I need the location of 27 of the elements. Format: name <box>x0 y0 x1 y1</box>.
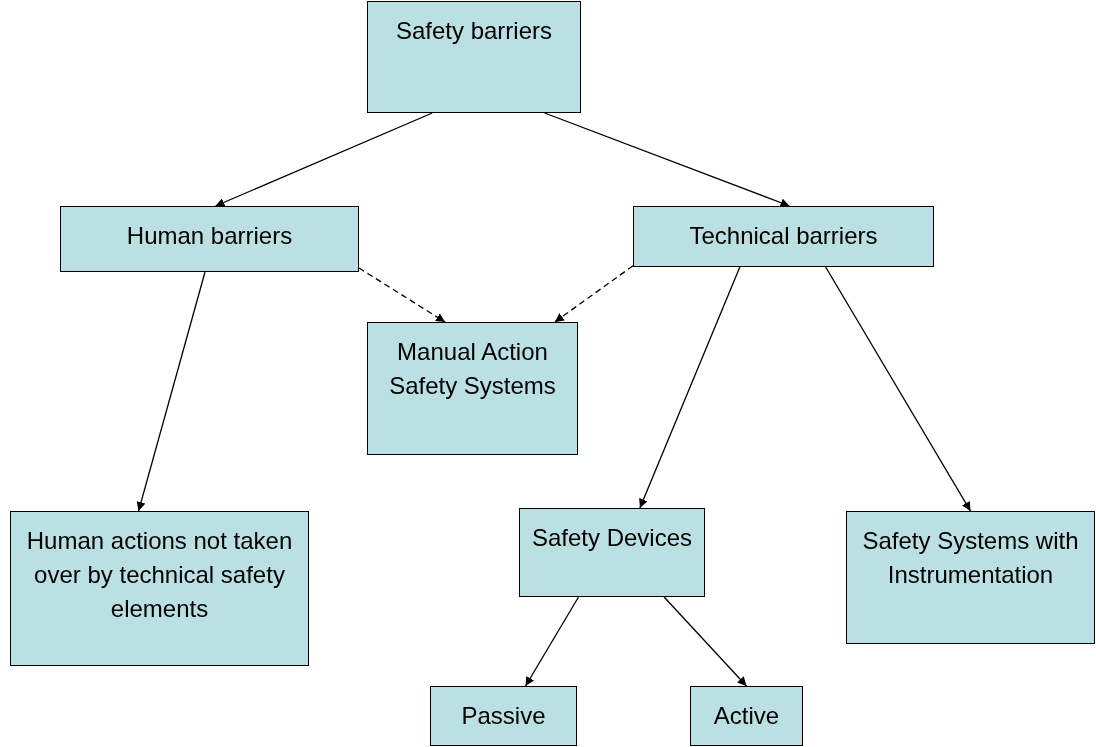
arrow <box>639 266 741 509</box>
process-box <box>367 322 578 455</box>
box-label: Technical barriers <box>689 221 878 251</box>
box-label: Human barriers <box>126 221 293 251</box>
arrow <box>825 266 972 512</box>
arrow <box>554 265 634 323</box>
process-box <box>633 206 934 267</box>
arrow <box>524 596 580 687</box>
arrow <box>214 112 433 207</box>
box-label: Safety Devices <box>531 523 693 553</box>
arrow <box>136 271 206 512</box>
process-box <box>846 511 1095 644</box>
process-box <box>430 686 577 746</box>
process-box <box>367 1 581 113</box>
box-label: Human actions not taken over by technical safety elements <box>25 526 294 625</box>
arrow <box>358 267 446 323</box>
box-label: Safety barriers <box>395 16 553 46</box>
box-label: Active <box>713 701 780 731</box>
process-box <box>60 206 359 272</box>
process-box <box>690 686 803 746</box>
arrow <box>663 596 748 687</box>
process-box <box>519 508 705 597</box>
box-label: Passive <box>461 701 546 731</box>
box-label: Manual Action Safety Systems <box>388 337 557 402</box>
process-box <box>10 511 309 666</box>
box-label: Safety Systems with Instrumentation <box>861 526 1080 591</box>
arrow <box>543 112 791 207</box>
